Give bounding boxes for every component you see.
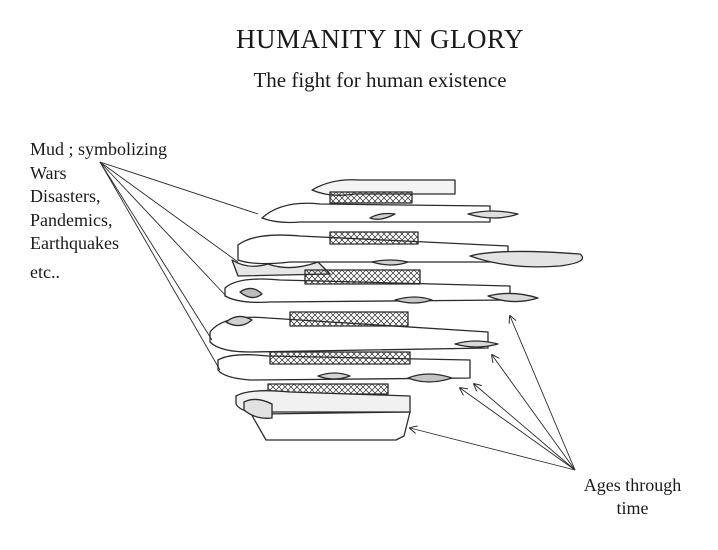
ages-label: Ages through time bbox=[570, 474, 695, 520]
age-layer bbox=[217, 351, 471, 383]
ages-label-line: Ages through bbox=[583, 475, 682, 495]
ages-pointer-arrow bbox=[410, 428, 576, 471]
mud-label-line: etc.. bbox=[30, 261, 60, 282]
ages-pointer-arrow bbox=[510, 316, 576, 471]
ages-label-line: time bbox=[616, 498, 649, 518]
ages-pointer-arrows bbox=[410, 316, 576, 471]
diagram-title: HUMANITY IN GLORY bbox=[236, 24, 524, 54]
age-layer bbox=[261, 179, 519, 224]
mud-pointer-line bbox=[99, 161, 213, 341]
mud-label: Mud ; symbolizing Wars Disasters, Pandem… bbox=[30, 138, 167, 284]
diagram-subtitle: The fight for human existence bbox=[253, 68, 507, 92]
mud-label-line: Earthquakes bbox=[30, 233, 119, 253]
mud-pointer-lines bbox=[99, 161, 259, 371]
mud-label-line: Disasters, bbox=[30, 186, 101, 206]
age-layer bbox=[209, 311, 499, 353]
base-layer bbox=[243, 398, 411, 441]
ages-pointer-arrow bbox=[474, 384, 576, 471]
mud-pointer-line bbox=[99, 161, 227, 297]
mud-label-line: Pandemics, bbox=[30, 209, 113, 230]
mud-label-line: Mud ; symbolizing bbox=[30, 139, 168, 159]
mud-pointer-line bbox=[99, 161, 221, 371]
mud-pointer-line bbox=[99, 161, 239, 263]
age-layer bbox=[224, 269, 539, 304]
ages-pointer-arrow bbox=[492, 355, 576, 471]
mud-label-line: Wars bbox=[30, 162, 67, 183]
ages-pointer-arrow bbox=[460, 388, 576, 471]
mud-pointer-line bbox=[99, 161, 259, 215]
